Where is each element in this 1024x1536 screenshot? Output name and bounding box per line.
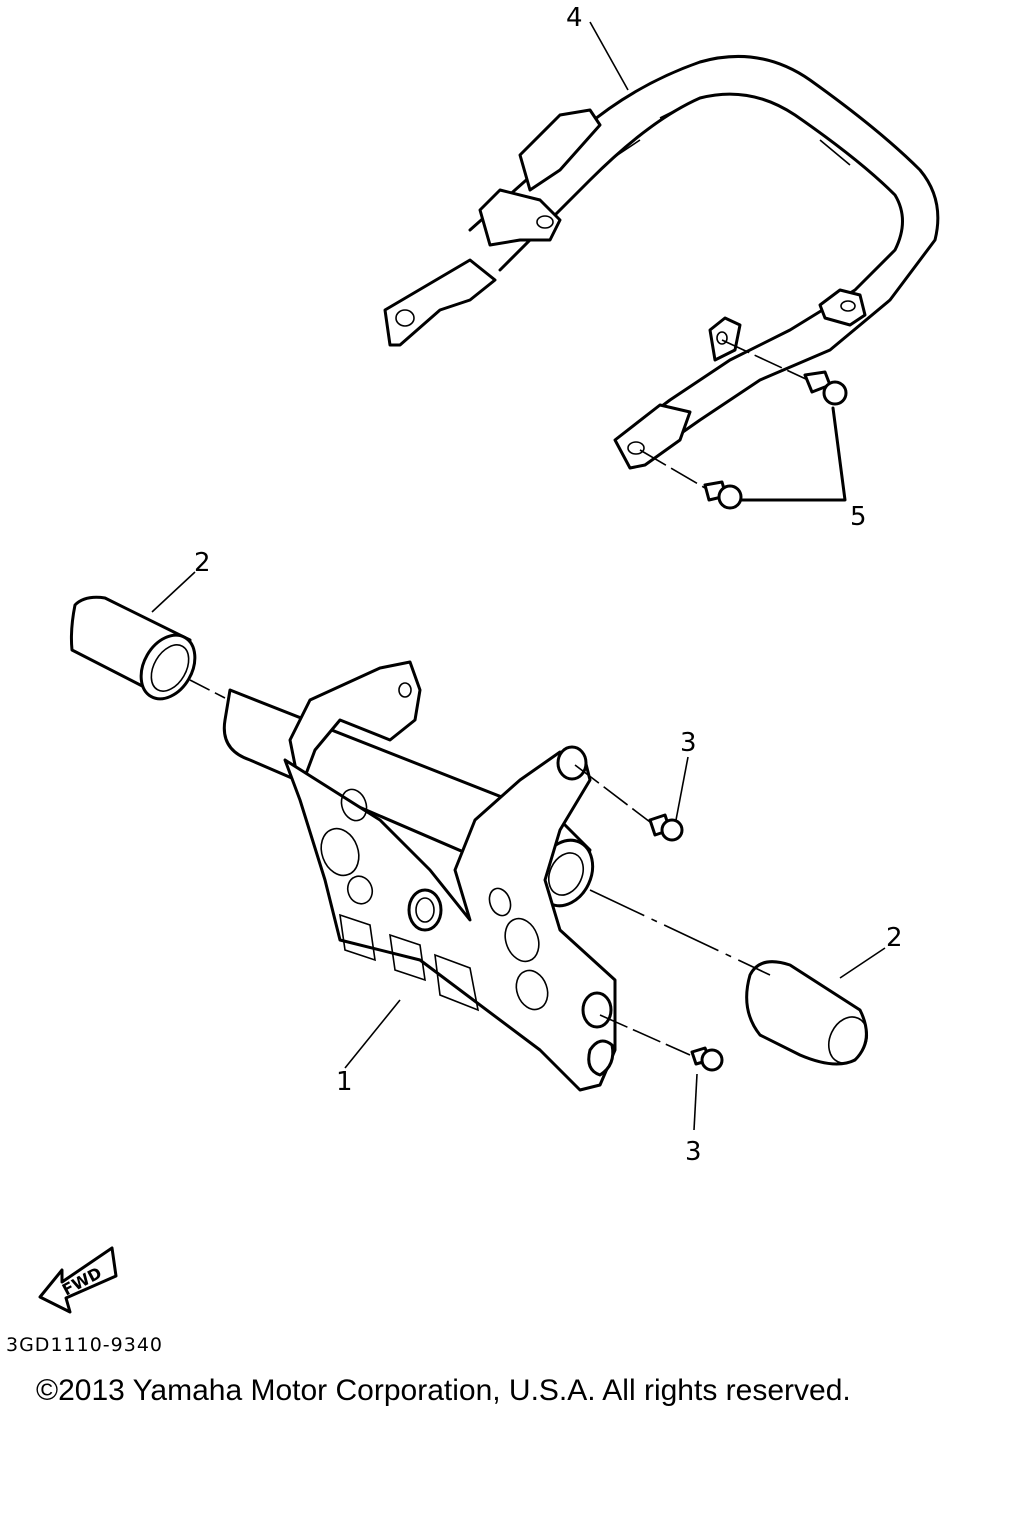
drawing-code: 3GD1110-9340 bbox=[6, 1334, 164, 1356]
callout-3-bottom: 3 bbox=[685, 1137, 702, 1167]
part-5-bolts bbox=[639, 339, 848, 510]
callout-4: 4 bbox=[566, 3, 583, 33]
part-4-grab-bar bbox=[383, 55, 940, 470]
fwd-arrow-icon: FWD bbox=[38, 1246, 118, 1314]
callout-3-top: 3 bbox=[680, 728, 697, 758]
leader-lines bbox=[151, 21, 886, 1131]
callout-5: 5 bbox=[850, 502, 867, 532]
copyright-text: ©2013 Yamaha Motor Corporation, U.S.A. A… bbox=[36, 1374, 851, 1407]
callout-2-right: 2 bbox=[886, 923, 903, 953]
part-2-end-cap-right bbox=[745, 960, 869, 1066]
callout-2-left: 2 bbox=[194, 548, 211, 578]
callout-1: 1 bbox=[336, 1067, 353, 1097]
part-1-bracket bbox=[222, 660, 771, 1092]
part-2-end-cap-left bbox=[69, 595, 226, 701]
